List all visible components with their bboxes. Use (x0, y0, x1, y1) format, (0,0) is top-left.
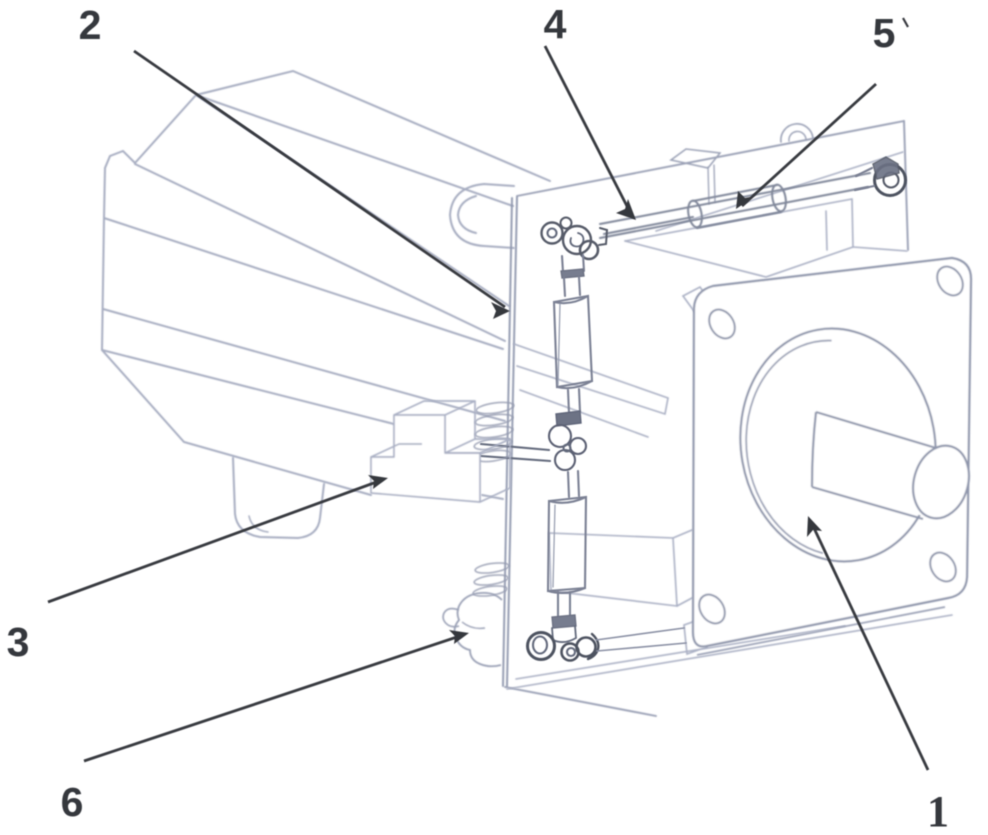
svg-text:1: 1 (927, 787, 949, 835)
svg-text:3: 3 (7, 619, 30, 665)
svg-text:2: 2 (79, 2, 102, 48)
svg-text:5: 5 (873, 10, 896, 56)
svg-text:4: 4 (544, 1, 567, 47)
svg-text:6: 6 (61, 779, 84, 825)
